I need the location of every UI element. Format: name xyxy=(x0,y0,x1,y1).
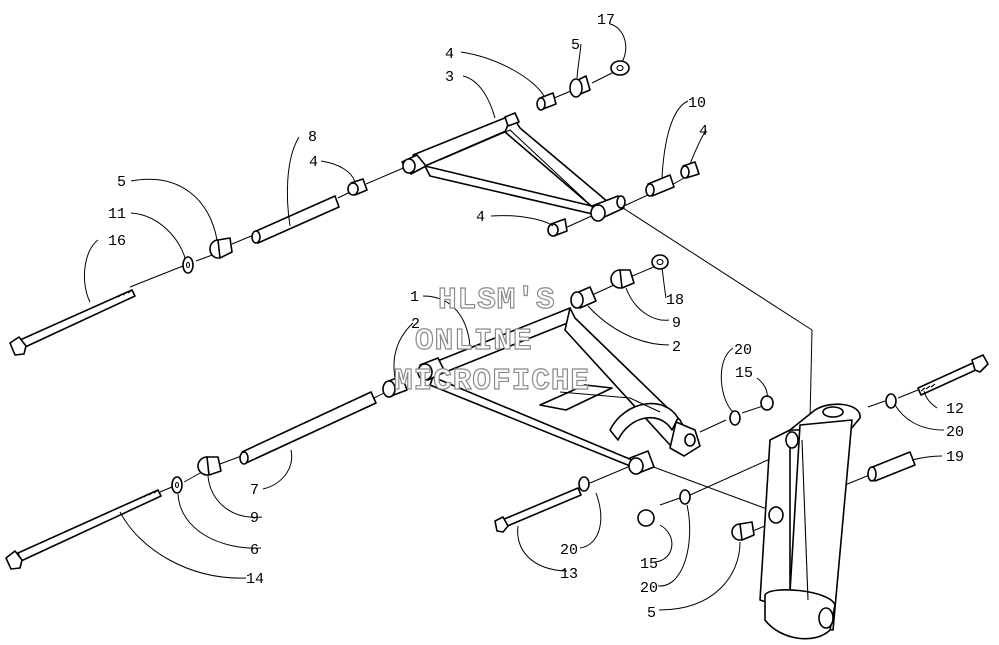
callout-3: 3 xyxy=(445,69,454,86)
callout-15: 15 xyxy=(735,365,753,382)
callout-20: 20 xyxy=(560,542,578,559)
callout-4: 4 xyxy=(445,46,454,63)
washer-6 xyxy=(171,476,183,494)
spindle xyxy=(759,403,861,640)
upper-sleeve-8 xyxy=(251,195,340,244)
watermark: HLSM'S ONLINE MICROFICHE xyxy=(393,282,590,399)
lower-sleeve-7 xyxy=(239,391,377,465)
washer-11 xyxy=(182,256,194,274)
callout-18: 18 xyxy=(666,292,684,309)
callout-5: 5 xyxy=(117,174,126,191)
callout-9: 9 xyxy=(250,510,259,527)
callout-12: 12 xyxy=(946,401,964,418)
callout-5: 5 xyxy=(571,37,580,54)
watermark-line1: HLSM'S xyxy=(438,283,556,318)
flanged-bushing-5-lower xyxy=(731,521,755,541)
callout-labels: 17 4 5 3 10 8 4 4 5 11 16 4 1 2 18 9 2 2… xyxy=(108,12,964,622)
callout-2: 2 xyxy=(411,316,420,333)
callout-4: 4 xyxy=(699,123,708,140)
callout-9: 9 xyxy=(672,315,681,332)
lower-bushings-2 xyxy=(382,286,597,398)
callout-4: 4 xyxy=(476,209,485,226)
callout-20: 20 xyxy=(734,342,752,359)
sleeve-19 xyxy=(867,451,916,482)
upper-a-arm xyxy=(401,112,626,222)
lower-nut-18 xyxy=(651,254,669,270)
leader-lines xyxy=(84,23,945,611)
callout-14: 14 xyxy=(246,571,264,588)
watermark-line2: ONLINE xyxy=(415,324,533,359)
callout-20: 20 xyxy=(640,580,658,597)
upper-nut-17 xyxy=(610,60,630,76)
callout-8: 8 xyxy=(308,129,317,146)
lower-a-arm xyxy=(417,307,701,475)
callout-10: 10 xyxy=(688,95,706,112)
callout-5: 5 xyxy=(647,605,656,622)
callout-1: 1 xyxy=(410,289,419,306)
callout-15: 15 xyxy=(640,556,658,573)
bolt-12 xyxy=(917,354,989,396)
callout-17: 17 xyxy=(597,12,615,29)
callout-2: 2 xyxy=(672,339,681,356)
washers-20 xyxy=(578,393,897,505)
callout-19: 19 xyxy=(946,449,964,466)
callout-4: 4 xyxy=(309,154,318,171)
callout-16: 16 xyxy=(108,233,126,250)
callout-20: 20 xyxy=(946,424,964,441)
bolt-16 xyxy=(9,289,136,356)
upper-flanged-bushing-5 xyxy=(209,75,591,259)
watermark-line3: MICROFICHE xyxy=(394,364,590,399)
upper-sleeve-10 xyxy=(645,174,675,197)
callout-7: 7 xyxy=(250,482,259,499)
callout-11: 11 xyxy=(108,206,126,223)
callout-13: 13 xyxy=(560,566,578,583)
bolt-14 xyxy=(5,489,162,570)
callout-6: 6 xyxy=(250,542,259,559)
lower-flanged-bushing-9 xyxy=(197,269,635,476)
upper-bushings xyxy=(347,92,700,237)
bolt-13 xyxy=(494,487,582,533)
